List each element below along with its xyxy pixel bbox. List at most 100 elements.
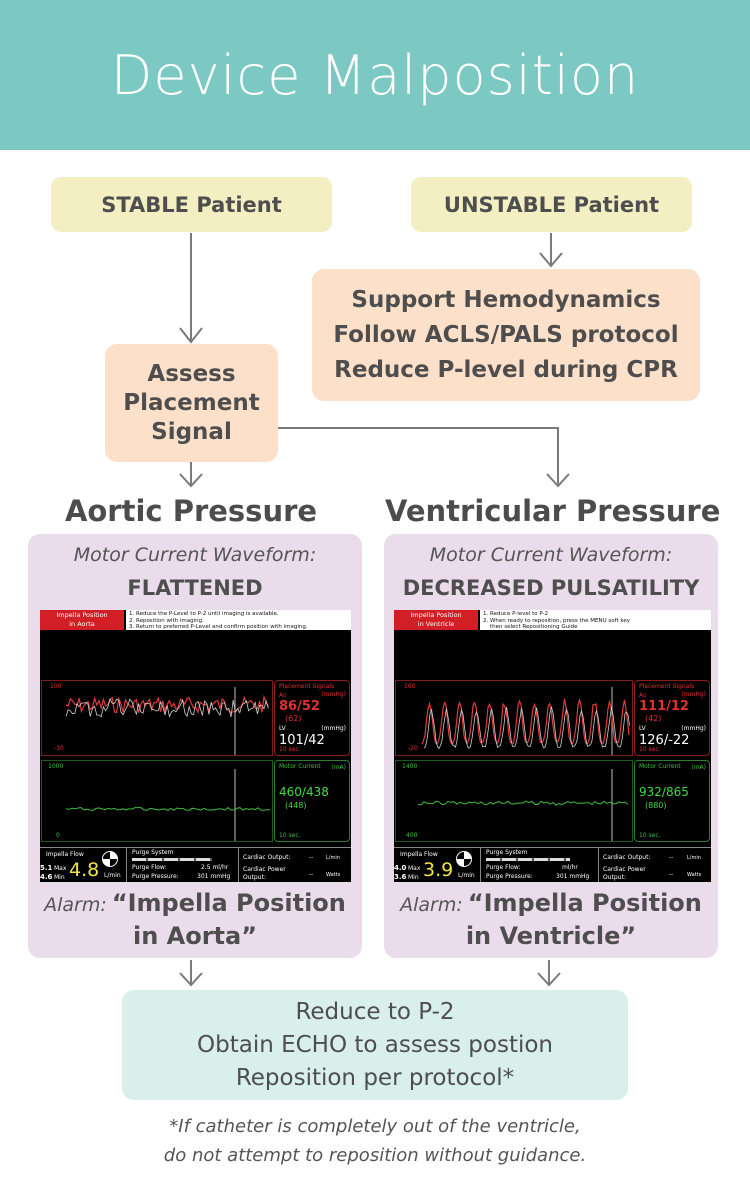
tick-label: 100 — [50, 683, 62, 690]
alarm-message-line2: in Ventricle” — [465, 922, 637, 950]
purge-bar — [132, 858, 212, 861]
cardiac-power-unit: Watts — [687, 872, 702, 878]
fan-icon — [102, 851, 118, 867]
cardiac-output-label: Cardiac Output: — [603, 854, 651, 861]
reduce-box: Reduce to P-2 Obtain ECHO to assess post… — [122, 990, 628, 1100]
unit-label: (mA) — [691, 764, 706, 771]
support-line: Reduce P-level during CPR — [334, 356, 678, 383]
ventricular-panel: Motor Current Waveform: DECREASED PULSAT… — [384, 534, 718, 958]
alarm-text: Alarm: “Impella Position in Ventricle” — [384, 888, 718, 954]
flow-unit: L/min — [104, 872, 121, 879]
purge-pressure-value: 301 mmHg — [197, 873, 231, 880]
motor-current-waveform — [417, 769, 629, 841]
assess-placement-box: Assess Placement Signal — [105, 344, 278, 462]
max-value: 5.1 — [40, 864, 53, 872]
support-box: Support Hemodynamics Follow ACLS/PALS pr… — [312, 269, 700, 401]
unit-label: (mmHg) — [681, 725, 706, 732]
alarm-label: Alarm: — [400, 894, 463, 916]
header-banner: Device Malposition — [0, 0, 750, 150]
footnote-line: *If catheter is completely out of the ve… — [169, 1116, 581, 1137]
aortic-panel: Motor Current Waveform: FLATTENED Impell… — [28, 534, 362, 958]
max-value: 4.0 — [394, 864, 407, 872]
motor-title: Motor Current — [639, 763, 681, 770]
cardiac-power-label: Cardiac Power — [243, 866, 286, 873]
min-label: Min — [408, 874, 419, 881]
cardiac-power-value: -- — [669, 871, 674, 878]
cardiac-power-label2: Output: — [243, 874, 266, 881]
instruction-line: then select Repositioning Guide — [483, 624, 578, 630]
mcw-label: Motor Current Waveform: — [429, 544, 673, 566]
max-label: Max — [54, 865, 67, 872]
purge-title: Purge System — [486, 849, 528, 856]
tick-label: 160 — [404, 683, 416, 690]
cardiac-power-label: Cardiac Power — [603, 866, 646, 873]
ao-label: Ao — [639, 692, 647, 699]
ao-mean: (42) — [645, 714, 662, 723]
cardiac-power-value: -- — [309, 871, 314, 878]
tick-label: -20 — [408, 745, 418, 752]
tick-label: 400 — [406, 832, 418, 839]
lv-label: LV — [279, 725, 286, 732]
purge-flow-label: Purge Flow: — [132, 864, 167, 871]
unit-label: (mmHg) — [681, 691, 706, 698]
assess-line: Signal — [151, 418, 232, 445]
motor-current-panel: Motor Current (mA) 460/438 (448) 10 sec. — [274, 760, 350, 842]
instruction-line: 1. Reduce P-level to P-2 — [483, 611, 549, 617]
cardiac-power-label2: Output: — [603, 874, 626, 881]
cardiac-output-unit: L/min — [326, 855, 340, 861]
sec-label: 10 sec. — [279, 746, 301, 753]
motor-value: 932/865 — [639, 785, 689, 799]
placement-signals-panel: Placement Signals Ao (mmHg) 111/12 (42) … — [634, 680, 710, 756]
support-line: Support Hemodynamics — [351, 286, 661, 313]
instruction-line: 2. When ready to reposition, press the M… — [483, 617, 630, 624]
cardiac-output-value: -- — [309, 854, 314, 861]
motor-current-waveform — [65, 769, 271, 841]
flow-label: Impella Flow — [400, 851, 438, 858]
ao-value: 86/52 — [279, 699, 320, 714]
badge-line: in Ventricle — [417, 620, 455, 628]
arrowhead-support — [539, 252, 563, 268]
arrowhead-reduce-left — [179, 972, 203, 987]
alarm-badge: Impella Position in Aorta — [40, 610, 124, 630]
ao-value: 111/12 — [639, 699, 689, 714]
footnote: *If catheter is completely out of the ve… — [40, 1112, 710, 1170]
min-label: Min — [54, 874, 65, 881]
flow-label: Impella Flow — [46, 851, 84, 858]
min-value: 3.6 — [394, 873, 407, 881]
flow-value: 4.8 — [69, 859, 100, 881]
motor-mean: (448) — [285, 801, 307, 810]
arrow-assess-to-ventricular — [278, 427, 559, 486]
sec-label: 10 sec. — [279, 832, 301, 839]
lv-value: 101/42 — [279, 733, 325, 748]
placement-signal-chart: 100 -30 — [41, 680, 273, 756]
sec-label: 10 sec. — [639, 746, 661, 753]
placement-signal-chart: 160 -20 — [395, 680, 633, 756]
placement-waveform — [421, 687, 630, 755]
mcw-value: DECREASED PULSATILITY — [402, 576, 700, 600]
badge-line: Impella Position — [410, 611, 462, 619]
instruction-line: 2. Reposition with imaging. — [129, 617, 204, 624]
purge-pressure-label: Purge Pressure: — [132, 873, 179, 880]
unit-label: (mmHg) — [321, 691, 346, 698]
instruction-line: 1. Reduce the P-Level to P-2 until imagi… — [129, 611, 279, 617]
motor-current-chart: 1400 400 — [395, 760, 633, 842]
assess-line: Assess — [147, 360, 236, 387]
cardiac-output-value: -- — [669, 854, 674, 861]
unit-label: (mA) — [331, 764, 346, 771]
purge-bar — [486, 858, 570, 861]
support-line: Follow ACLS/PALS protocol — [333, 321, 679, 348]
min-value: 4.6 — [40, 873, 53, 881]
alarm-text: Alarm: “Impella Position in Aorta” — [28, 888, 362, 954]
page-title: Device Malposition — [110, 43, 640, 107]
tick-label: 0 — [56, 832, 60, 839]
arrowhead-assess — [179, 327, 203, 344]
alarm-message-line1: “Impella Position — [111, 889, 346, 917]
alarm-instructions: 1. Reduce P-level to P-2 2. When ready t… — [480, 610, 711, 630]
motor-title: Motor Current — [279, 763, 321, 770]
motor-current-chart: 1000 0 — [41, 760, 273, 842]
stable-patient-box: STABLE Patient — [51, 177, 332, 232]
alarm-instructions: 1. Reduce the P-Level to P-2 until imagi… — [126, 610, 351, 630]
ao-mean: (62) — [285, 714, 302, 723]
arrowhead-aortic — [179, 473, 203, 488]
